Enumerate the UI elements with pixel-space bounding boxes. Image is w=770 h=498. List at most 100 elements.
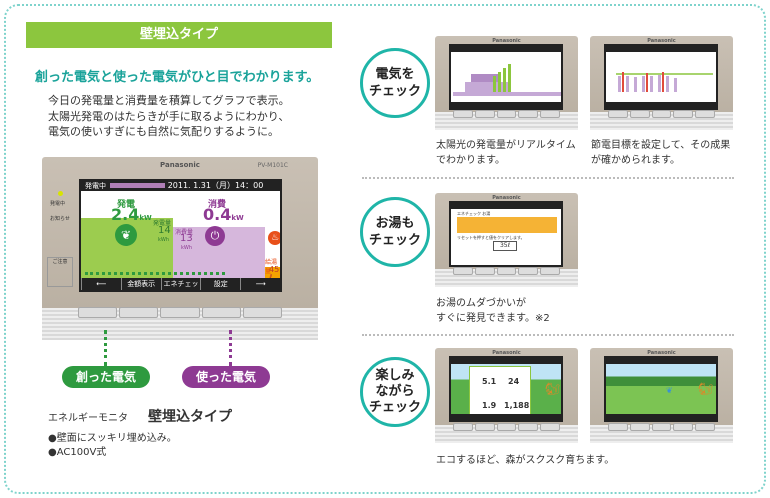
dotted-flow <box>85 272 225 275</box>
buttons <box>453 267 560 275</box>
unit: kW <box>231 214 244 222</box>
back-arrow-button[interactable]: ⟵ <box>81 278 121 290</box>
screen-menu: ⟵ 金額表示 エネチェック 設定 ⟶ <box>81 278 280 290</box>
consumption-label: 消費 <box>208 200 227 210</box>
screen <box>449 44 563 110</box>
status-bar <box>606 358 716 364</box>
value: 2.4 <box>111 205 140 224</box>
divider <box>362 177 734 179</box>
unit: ℓ <box>269 273 272 282</box>
hw-button[interactable] <box>242 307 283 318</box>
hw-button[interactable] <box>119 307 159 318</box>
generation-total-label: 発電量 <box>153 220 172 227</box>
hw-button[interactable] <box>695 110 715 118</box>
thumb-forest: Panasonic 🐿 ❦ <box>590 348 733 443</box>
caption-forest: エコするほど、森がスクスク育ちます。 <box>436 455 615 466</box>
hw-button[interactable] <box>540 267 560 275</box>
section-title-fun: 楽しみ ながら チェック <box>360 357 430 427</box>
trees-value: 24 <box>508 377 520 386</box>
consumption-total-label: 消費量 <box>175 229 194 236</box>
plug-icon: ⏻ <box>205 226 225 246</box>
hw-button[interactable] <box>496 267 517 275</box>
hw-button[interactable] <box>608 423 628 431</box>
screen-menu <box>606 102 716 108</box>
description: 今日の発電量と消費量を積算してグラフで表示。 太陽光発電のはたらきが手に取るよう… <box>48 93 290 140</box>
led-label: お知らせ <box>50 216 70 222</box>
consumption-total-unit: kWh <box>181 245 193 251</box>
led-generating <box>58 191 63 196</box>
hw-button[interactable] <box>160 307 200 318</box>
hot-water-icon: ♨ <box>268 231 280 245</box>
squirrel-icon: 🐿 <box>545 382 561 396</box>
hw-button[interactable] <box>540 110 560 118</box>
forward-arrow-button[interactable]: ⟶ <box>240 278 280 290</box>
unit: kW <box>139 214 152 222</box>
hw-button[interactable] <box>518 423 539 431</box>
menu-amount[interactable]: 金額表示 <box>120 278 161 290</box>
hw-button[interactable] <box>629 423 650 431</box>
page-frame <box>4 4 766 494</box>
hw-button[interactable] <box>651 423 672 431</box>
section-title-electricity: 電気を チェック <box>360 48 430 118</box>
caption-hot-water: お湯のムダづかいが すぐに発見できます。※2 <box>436 298 550 324</box>
butterfly-icon: ❦ <box>666 386 673 395</box>
hw-button[interactable] <box>673 423 694 431</box>
feature-list: ●壁面にスッキリ埋め込み。 ●AC100V式 <box>48 432 177 460</box>
value: 45 <box>269 265 280 274</box>
screen <box>604 44 718 110</box>
hw-button[interactable] <box>651 110 672 118</box>
hw-button[interactable] <box>496 423 517 431</box>
model-number: PV-M101C <box>257 162 288 169</box>
screen: 5.1 24 1.9 1,188 🐿 <box>449 356 563 422</box>
hw-button[interactable] <box>695 423 715 431</box>
hw-button[interactable] <box>474 110 495 118</box>
hot-water-value: 45ℓ <box>269 266 279 282</box>
hot-water-label: 給湯量 <box>265 259 278 275</box>
thumb-forest-stats: Panasonic 5.1 24 1.9 1,188 🐿 <box>435 348 578 443</box>
used-electricity-label: 使った電気 <box>182 366 270 388</box>
hw-button[interactable] <box>201 307 241 318</box>
device-buttons <box>78 307 283 318</box>
generation-total: 14 <box>158 225 171 236</box>
hw-button[interactable] <box>474 423 495 431</box>
leaf-icon: ❦ <box>115 224 137 246</box>
hw-button[interactable] <box>673 110 694 118</box>
hot-water-area <box>265 267 280 278</box>
screen-menu <box>606 414 716 420</box>
hw-button[interactable] <box>518 267 539 275</box>
hw-button[interactable] <box>453 267 473 275</box>
brand-logo: Panasonic <box>492 195 521 201</box>
hw-button[interactable] <box>78 307 118 318</box>
hw-button[interactable] <box>518 110 539 118</box>
buttons <box>608 423 715 431</box>
status-bar <box>451 203 561 209</box>
menu-settings[interactable]: 設定 <box>200 278 240 290</box>
screen-hint: リセットを押すと値をクリアします。 <box>457 235 525 240</box>
description-line: 太陽光発電のはたらきが手に取るようにわかり、 <box>48 109 290 123</box>
status-bar <box>451 46 561 52</box>
hw-button[interactable] <box>540 423 560 431</box>
savings-bar-chart <box>616 72 713 92</box>
led-label: 発電中 <box>50 201 66 207</box>
green-connector <box>104 330 107 366</box>
created-electricity-label: 創った電気 <box>62 366 150 388</box>
hw-button[interactable] <box>629 110 650 118</box>
screen-menu <box>451 414 561 420</box>
purple-connector <box>229 330 232 366</box>
hot-water-gauge <box>457 217 557 233</box>
hw-button[interactable] <box>496 110 517 118</box>
screen-menu <box>451 102 561 108</box>
consumption-value: 0.4kW <box>203 205 244 224</box>
menu-enecheck[interactable]: エネチェック <box>160 278 201 290</box>
notice-label: ご注意 <box>47 257 73 287</box>
hw-button[interactable] <box>453 110 473 118</box>
status-bar <box>606 46 716 52</box>
hw-button[interactable] <box>453 423 473 431</box>
type-banner: 壁埋込タイプ <box>26 22 332 48</box>
hw-button[interactable] <box>474 267 495 275</box>
caption-solar: 太陽光の発電量がリアルタイム でわかります。 <box>436 140 576 166</box>
hw-button[interactable] <box>608 110 628 118</box>
squirrel-icon: 🐿 <box>698 382 714 396</box>
feature-item: ●壁面にスッキリ埋め込み。 <box>48 433 177 444</box>
product-type: 壁埋込タイプ <box>148 409 232 425</box>
